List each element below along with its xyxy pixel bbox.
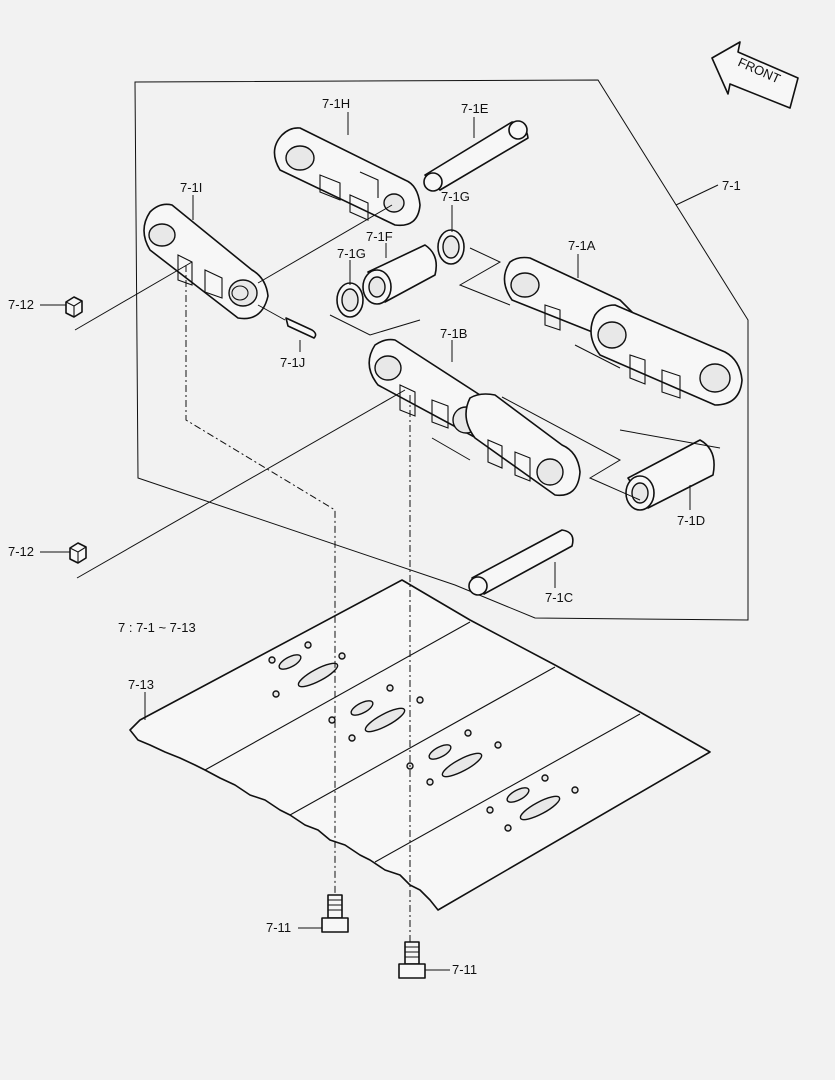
- alignment-lines: [185, 265, 411, 942]
- bushing-7-1F: [362, 244, 438, 305]
- assembly-note: 7 : 7-1 ~ 7-13: [118, 620, 196, 635]
- label-7-1F: 7-1F: [366, 229, 393, 244]
- label-7-1C: 7-1C: [545, 590, 573, 605]
- bushing-7-1D: [625, 439, 715, 511]
- bolt-7-11-left: [321, 894, 349, 933]
- front-arrow-icon: FRONT: [711, 41, 799, 109]
- label-7-1D: 7-1D: [677, 513, 705, 528]
- label-7-1J: 7-1J: [280, 355, 305, 370]
- seal-7-1G-lower: [336, 282, 364, 318]
- pin-7-1E: [423, 120, 529, 192]
- label-7-1A: 7-1A: [568, 238, 596, 253]
- link-7-1I: [143, 203, 269, 320]
- assembly-boundary-7-1: [134, 79, 749, 621]
- link-7-1H: [273, 127, 421, 227]
- nut-7-12-upper: [65, 296, 83, 318]
- leader-lines: [40, 112, 721, 971]
- nut-7-12-lower: [69, 542, 87, 564]
- label-7-1I: 7-1I: [180, 180, 202, 195]
- label-7-1E: 7-1E: [461, 101, 489, 116]
- link-7-1B: [368, 338, 581, 497]
- label-7-13: 7-13: [128, 677, 154, 692]
- label-7-1H: 7-1H: [322, 96, 350, 111]
- pin-7-1C: [468, 529, 574, 596]
- label-7-11-left: 7-11: [266, 920, 291, 935]
- label-7-1: 7-1: [722, 178, 741, 193]
- callout-labels: 7-1 7-1A 7-1B 7-1C 7-1D 7-1E 7-1F 7-1G 7…: [8, 96, 741, 977]
- pin-7-1J: [285, 317, 317, 339]
- seal-7-1G-upper: [437, 229, 465, 265]
- bolt-7-11-right: [398, 941, 426, 979]
- track-shoes-7-13: [129, 579, 711, 911]
- label-7-1G-lower: 7-1G: [337, 246, 366, 261]
- link-7-1A: [503, 256, 743, 406]
- label-7-12-upper: 7-12: [8, 297, 34, 312]
- label-7-1G-upper: 7-1G: [441, 189, 470, 204]
- label-7-12-lower: 7-12: [8, 544, 34, 559]
- label-7-11-right: 7-11: [452, 962, 477, 977]
- label-7-1B: 7-1B: [440, 326, 467, 341]
